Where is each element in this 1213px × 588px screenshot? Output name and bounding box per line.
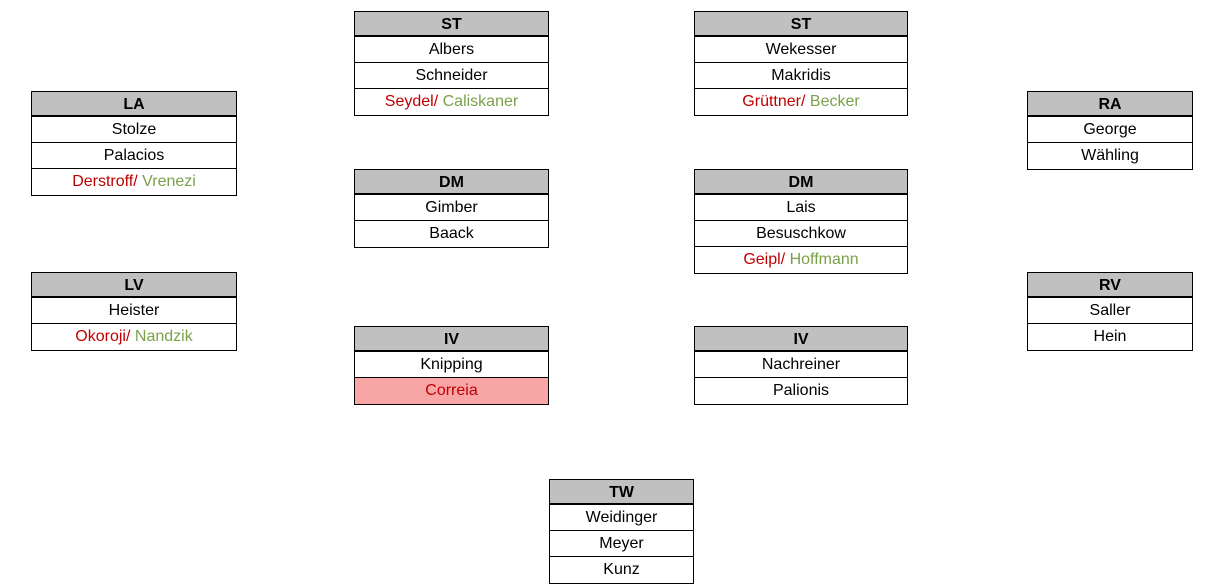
player-name-separator: /: [433, 93, 439, 110]
player-name: George: [1083, 121, 1137, 138]
position-label-iv-left: IV: [355, 327, 548, 352]
player-row[interactable]: Baack: [355, 221, 548, 247]
player-row[interactable]: Heister: [32, 298, 236, 324]
player-name-out: Geipl: [743, 251, 781, 268]
player-name: Albers: [428, 41, 475, 58]
position-label-dm-right: DM: [695, 170, 907, 195]
player-name-in: Hoffmann: [789, 251, 859, 268]
player-row[interactable]: Correia: [355, 378, 548, 404]
player-row[interactable]: Wähling: [1028, 143, 1192, 169]
player-name-separator: /: [133, 173, 138, 190]
player-row[interactable]: Knipping: [355, 352, 548, 378]
player-name-separator: /: [780, 251, 786, 268]
player-name: Saller: [1089, 302, 1131, 319]
position-label-ra: RA: [1028, 92, 1192, 117]
player-name-out: Seydel: [384, 93, 434, 110]
position-label-iv-right: IV: [695, 327, 907, 352]
player-row[interactable]: Saller: [1028, 298, 1192, 324]
player-name: Wekesser: [765, 41, 837, 58]
player-name: Schneider: [415, 67, 488, 84]
player-row[interactable]: Hein: [1028, 324, 1192, 350]
player-row[interactable]: Makridis: [695, 63, 907, 89]
player-name: Wähling: [1081, 147, 1139, 164]
position-label-dm-left: DM: [355, 170, 548, 195]
player-name-out: Derstroff: [72, 173, 134, 190]
player-name: Meyer: [599, 535, 644, 552]
player-name-separator: /: [125, 328, 131, 345]
player-name-in: Vrenezi: [142, 173, 196, 190]
player-row[interactable]: Schneider: [355, 63, 548, 89]
player-row[interactable]: Besuschkow: [695, 221, 907, 247]
player-name: Besuschkow: [756, 225, 846, 242]
position-label-st-right: ST: [695, 12, 907, 37]
position-label-la: LA: [32, 92, 236, 117]
player-name-in: Becker: [809, 93, 860, 110]
position-label-rv: RV: [1028, 273, 1192, 298]
player-row[interactable]: Nachreiner: [695, 352, 907, 378]
player-row[interactable]: Wekesser: [695, 37, 907, 63]
player-name-in: Caliskaner: [442, 93, 519, 110]
position-label-tw: TW: [550, 480, 693, 505]
player-row[interactable]: Geipl/ Hoffmann: [695, 247, 907, 273]
player-name: Kunz: [603, 561, 640, 578]
player-row[interactable]: Weidinger: [550, 505, 693, 531]
position-label-st-left: ST: [355, 12, 548, 37]
player-row[interactable]: Albers: [355, 37, 548, 63]
player-row[interactable]: Okoroji/ Nandzik: [32, 324, 236, 350]
player-row[interactable]: Seydel/ Caliskaner: [355, 89, 548, 115]
player-row[interactable]: Lais: [695, 195, 907, 221]
player-row[interactable]: Stolze: [32, 117, 236, 143]
player-name: Lais: [786, 199, 816, 216]
player-row[interactable]: Grüttner/ Becker: [695, 89, 907, 115]
player-name: Nachreiner: [761, 356, 841, 373]
player-name-injured: Correia: [425, 382, 478, 399]
player-row[interactable]: Meyer: [550, 531, 693, 557]
position-label-lv: LV: [32, 273, 236, 298]
player-row[interactable]: Palionis: [695, 378, 907, 404]
player-row[interactable]: Kunz: [550, 557, 693, 583]
player-name: Palionis: [772, 382, 830, 399]
player-name-out: Okoroji: [75, 328, 126, 345]
player-name-out: Grüttner: [742, 93, 801, 110]
player-name: Knipping: [420, 356, 483, 373]
player-name: Makridis: [771, 67, 831, 84]
player-row[interactable]: George: [1028, 117, 1192, 143]
player-name: Gimber: [425, 199, 478, 216]
player-row[interactable]: Palacios: [32, 143, 236, 169]
player-name: Hein: [1093, 328, 1127, 345]
player-row[interactable]: Gimber: [355, 195, 548, 221]
player-row[interactable]: Derstroff/ Vrenezi: [32, 169, 236, 195]
player-name: Stolze: [111, 121, 157, 138]
player-name: Heister: [108, 302, 160, 319]
player-name-separator: /: [800, 93, 806, 110]
player-name: Palacios: [103, 147, 165, 164]
player-name: Weidinger: [585, 509, 658, 526]
player-name: Baack: [429, 225, 474, 242]
player-name-in: Nandzik: [134, 328, 193, 345]
